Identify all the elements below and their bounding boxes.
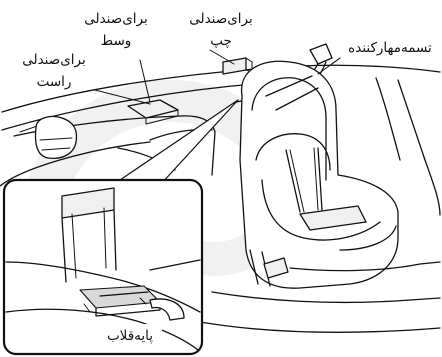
label-middle-seat-line2: وسط (101, 33, 132, 49)
label-tether-strap: تسمه‌مهارکننده (348, 40, 432, 56)
label-left-seat-line1: برای‌صندلی (189, 11, 253, 27)
label-right-seat-line1: برای‌صندلی (22, 52, 86, 68)
label-right-seat-line2: راست (37, 74, 72, 90)
label-hook-base: پایه‌قلاب (107, 328, 153, 344)
label-left-seat-line2: چپ (210, 33, 232, 49)
right-headrest (36, 116, 77, 158)
label-middle-seat-line1: برای‌صندلی (84, 11, 148, 27)
child-seat (240, 61, 398, 288)
